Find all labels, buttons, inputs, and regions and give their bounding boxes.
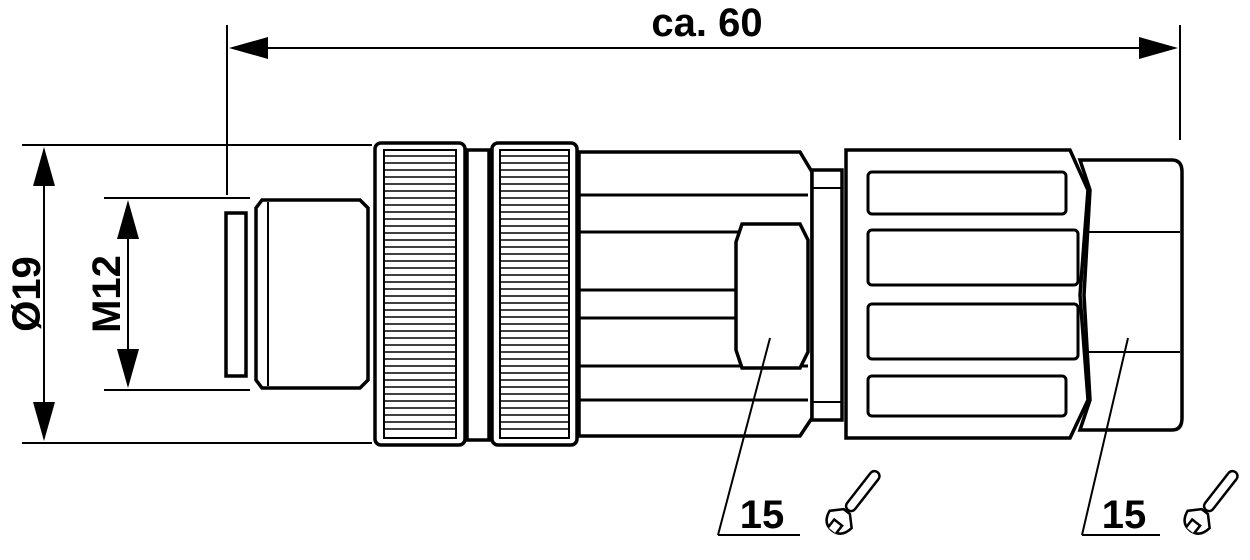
wrench-icon (1183, 469, 1239, 535)
wrench-flat-housing (734, 222, 810, 370)
wrench-icon (825, 469, 881, 535)
gland-grip-slots (866, 170, 1080, 418)
connector-body (224, 141, 1184, 447)
wrench-size-label: 15 (740, 493, 785, 537)
thread-label: M12 (85, 255, 129, 333)
diameter-label: Ø19 (5, 256, 49, 332)
wrench-callout-right: 15 (1081, 337, 1239, 537)
knurl-ring-2 (500, 155, 569, 430)
wrench-size-label: 15 (1102, 493, 1147, 537)
wrench-callout-left: 15 (717, 337, 881, 537)
knurl-ring-1 (384, 155, 456, 430)
overall-length-label: ca. 60 (651, 1, 762, 45)
dimension-lines (22, 25, 1181, 444)
